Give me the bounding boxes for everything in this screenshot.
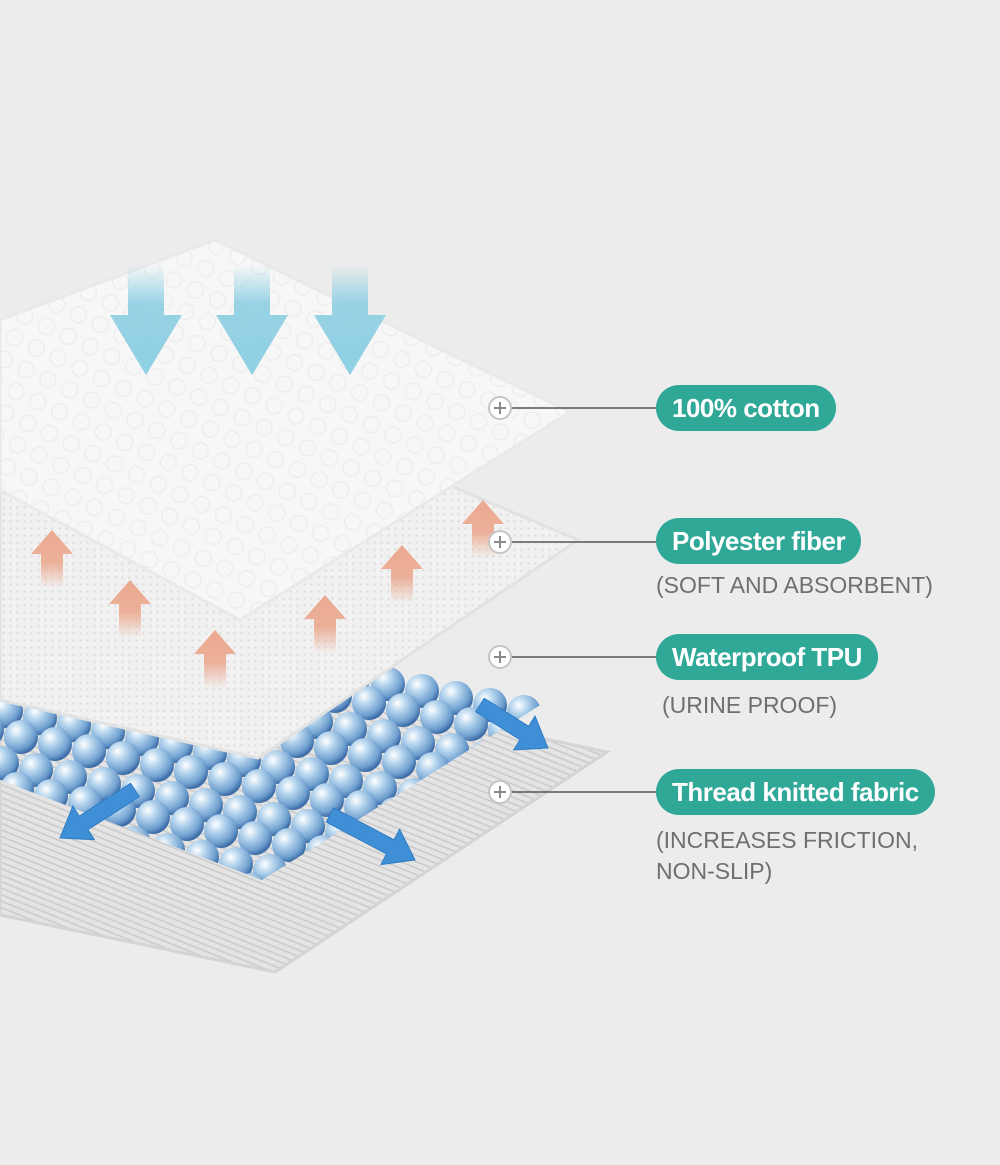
plus-marker-icon (488, 530, 512, 554)
plus-marker-icon (488, 645, 512, 669)
label-cotton: 100% cotton (656, 385, 836, 431)
arrow-down-icon (110, 265, 386, 375)
plus-marker-icon (488, 396, 512, 420)
note-knit-line2: NON-SLIP) (656, 858, 773, 884)
plus-marker-icon (488, 780, 512, 804)
arrow-spread-icon (59, 697, 549, 866)
label-polyester: Polyester fiber (656, 518, 862, 564)
note-tpu: (URINE PROOF) (662, 692, 838, 718)
label-tpu: Waterproof TPU (656, 634, 878, 680)
label-knit: Thread knitted fabric (656, 769, 935, 815)
arrow-up-icon (31, 500, 504, 688)
note-knit-line1: (INCREASES FRICTION, (656, 827, 918, 853)
note-polyester: (SOFT AND ABSORBENT) (656, 572, 933, 598)
